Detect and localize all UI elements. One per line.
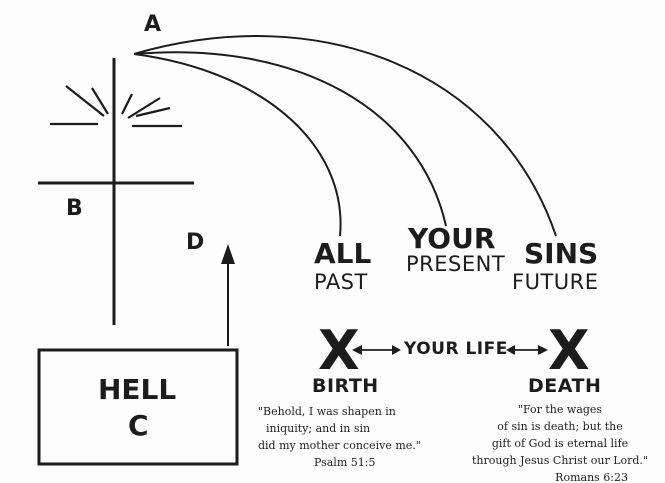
verse-psalm-line: "Behold, I was shapen in: [258, 405, 396, 418]
verse-psalm: "Behold, I was shapen in iniquity; and i…: [258, 403, 421, 471]
verse-romans-line: gift of God is eternal life: [491, 437, 629, 450]
present-label: PRESENT: [406, 252, 506, 276]
arc-to-present: [133, 51, 447, 227]
light-ray: [135, 106, 171, 118]
birth-label: BIRTH: [312, 375, 379, 397]
future-label: FUTURE: [512, 270, 599, 294]
light-rays: [50, 85, 182, 128]
past-label: PAST: [314, 270, 368, 294]
your-life-arrows: [352, 345, 548, 355]
hell-label: HELL: [98, 373, 177, 406]
label-b: B: [66, 196, 83, 221]
arrow-d-head: [221, 244, 235, 264]
verse-romans: "For the wages of sin is death; but the …: [468, 401, 652, 483]
light-ray: [127, 97, 161, 119]
all-label: ALL: [314, 237, 372, 270]
death-label: DEATH: [528, 375, 602, 397]
hell-box: [37, 348, 239, 466]
label-d: D: [186, 230, 205, 255]
verse-psalm-line: did my mother conceive me.": [258, 439, 421, 452]
light-ray: [121, 93, 133, 115]
your-life-label: YOUR LIFE: [404, 339, 508, 359]
verse-romans-reference: Romans 6:23: [555, 471, 628, 483]
your-label: YOUR: [408, 222, 496, 255]
verse-psalm-reference: Psalm 51:5: [314, 456, 376, 469]
sins-label: SINS: [524, 237, 599, 270]
arc-to-future: [133, 35, 557, 237]
verse-romans-line: of sin is death; but the: [497, 420, 623, 433]
arc-to-past: [133, 53, 342, 237]
verse-psalm-line: iniquity; and in sin: [266, 422, 371, 435]
light-ray: [65, 85, 105, 117]
life-arrow-right-tail: [506, 345, 515, 355]
birth-x-mark: X: [318, 319, 360, 382]
verse-romans-line: through Jesus Christ our Lord.": [472, 454, 648, 467]
label-a: A: [144, 12, 162, 37]
verse-romans-line: "For the wages: [517, 403, 603, 416]
life-arrow-right-head: [538, 345, 548, 355]
life-arrow-left-head: [352, 345, 362, 355]
life-arrow-left-tip: [392, 345, 401, 355]
label-c: C: [128, 409, 149, 442]
cross: [38, 58, 194, 325]
arrow-d: [221, 244, 235, 346]
sin-arcs: [133, 35, 557, 237]
death-x-mark: X: [548, 319, 590, 382]
light-ray: [91, 87, 109, 115]
